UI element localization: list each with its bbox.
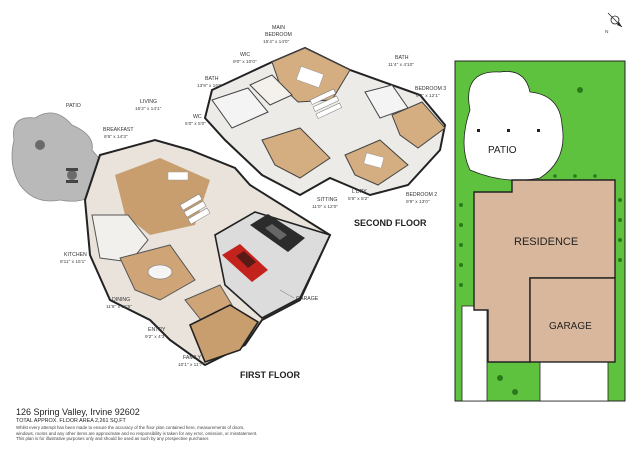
- compass-icon: N: [605, 12, 623, 35]
- site-label-patio: PATIO: [488, 145, 517, 156]
- room-label-laundry: L'DRY: [352, 189, 367, 195]
- room-dims-bath-2: 11'4" x 4'10": [388, 62, 414, 68]
- disclaimer-line-1: Whilst every attempt has been made to en…: [16, 425, 245, 430]
- room-label-bath-2: BATH: [395, 55, 409, 61]
- compass-label: N: [605, 29, 609, 35]
- room-label-living: LIVING: [140, 99, 157, 105]
- stairs-second-floor: [309, 88, 343, 119]
- disclaimer-line-3: This plan is for illustrative purposes o…: [16, 436, 210, 442]
- total-floor-area: TOTAL APPROX. FLOOR AREA 2,261 SQ.FT: [16, 418, 126, 424]
- first-floor-title: FIRST FLOOR: [240, 370, 300, 380]
- room-dims-entry: 9'2" x 4'3": [145, 334, 166, 340]
- tree-dots: [459, 87, 622, 395]
- room-label-kitchen: KITCHEN: [64, 252, 87, 258]
- room-label-family: FAMILY: [183, 355, 202, 361]
- site-patio: [463, 71, 564, 181]
- room-dims-family: 10'1" x 11'7": [178, 362, 204, 368]
- second-floor-title: SECOND FLOOR: [354, 218, 427, 228]
- room-dims-laundry: 5'6" x 5'2": [348, 196, 369, 202]
- black-car-icon: [250, 214, 305, 252]
- room-label-dining: DINING: [112, 297, 130, 303]
- room-label-wic: WIC: [240, 52, 250, 58]
- red-car-icon: [222, 244, 268, 282]
- room-label-wc: WC: [193, 114, 202, 120]
- site-label-residence: RESIDENCE: [514, 236, 578, 248]
- room-label-garage: GARAGE: [296, 296, 319, 302]
- room-label-main-bedroom: BEDROOM: [265, 32, 292, 38]
- main-bath-area: [211, 87, 269, 129]
- room-dims-breakfast: 8'6" x 14'3": [104, 134, 128, 140]
- disclaimer-line-2: windows, rooms and any other items are a…: [16, 430, 258, 436]
- first-floor-plan: PATIO BREAKFAST 8'6" x 14'3" LIVING 15'2…: [11, 99, 332, 380]
- site-label-garage: GARAGE: [549, 321, 592, 332]
- site-garage: [529, 277, 616, 363]
- kitchen-area: [91, 214, 149, 263]
- room-dims-sitting: 11'0" x 12'0": [312, 204, 338, 210]
- room-label-bedroom-2: BEDROOM 2: [406, 192, 437, 198]
- main-bed: [296, 65, 324, 89]
- side-path: [461, 305, 488, 402]
- family-area: [188, 304, 260, 364]
- sitting-area: [261, 127, 331, 179]
- property-address: 126 Spring Valley, Irvine 92602: [16, 407, 140, 417]
- room-dims-wic: 9'0" x 10'0": [233, 59, 257, 65]
- sofa: [167, 171, 189, 181]
- wic-area: [249, 74, 293, 106]
- second-floor-plan: MAIN BEDROOM 15'4" x 14'0" WIC 9'0" x 10…: [197, 25, 446, 228]
- room-label-breakfast: BREAKFAST: [103, 127, 134, 133]
- driveway: [539, 361, 609, 402]
- room-dims-bath-main: 13'9" x 16'0": [197, 83, 224, 89]
- room-dims-bedroom-2: 9'9" x 13'0": [406, 199, 430, 205]
- room-dims-wc: 5'0" x 5'0": [185, 121, 206, 127]
- bed-2: [363, 152, 385, 169]
- room-label-bedroom-3: BEDROOM 3: [415, 86, 446, 92]
- room-dims-kitchen: 8'11" x 15'1": [60, 259, 86, 265]
- room-dims-dining: 11'8" x 12'5": [106, 304, 132, 310]
- room-label-patio: PATIO: [66, 103, 81, 109]
- patio-furniture: [35, 140, 78, 183]
- footer: 126 Spring Valley, Irvine 92602 TOTAL AP…: [16, 407, 376, 442]
- room-dims-living: 15'2" x 14'1": [135, 106, 162, 112]
- dining-table: [147, 264, 173, 280]
- room-dims-main-bedroom: 15'4" x 14'0": [263, 39, 290, 45]
- room-label-main-bedroom-1: MAIN: [272, 25, 285, 31]
- room-dims-bedroom-3: 9'9" x 12'1": [416, 93, 440, 99]
- room-label-entry: ENTRY: [148, 327, 166, 333]
- room-label-sitting: SITTING: [317, 197, 337, 203]
- bedroom-3-area: [391, 101, 446, 149]
- stairs-first-floor: [179, 193, 211, 225]
- room-label-bath-main: BATH: [205, 76, 219, 82]
- site-plan: PATIO RESIDENCE GARAGE: [454, 60, 626, 402]
